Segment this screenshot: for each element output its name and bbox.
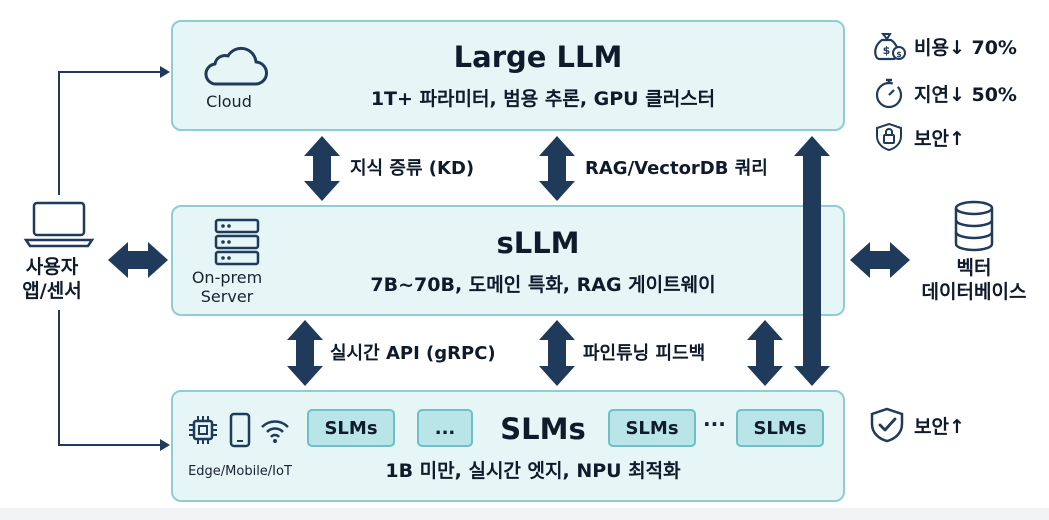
server-icon [214, 218, 260, 266]
security-metric-text: 보안↑ [914, 127, 965, 150]
cost-metric: $ $ 비용↓ 70% [872, 31, 1017, 61]
sllm-tier: On-prem Server sLLM 7B~70B, 도메인 특화, RAG … [171, 205, 845, 316]
server-caption-line2: Server [200, 287, 254, 306]
wifi-icon [261, 420, 289, 443]
server-caption: On-prem Server [187, 268, 267, 306]
large-llm-tier: Cloud Large LLM 1T+ 파라미터, 범용 추론, GPU 클러스… [171, 20, 845, 131]
database-icon [954, 200, 994, 252]
slm-security-metric: 보안↑ [868, 407, 965, 443]
shield-check-icon [870, 407, 904, 443]
cloud-icon [204, 46, 268, 86]
rag-arrow [539, 136, 575, 201]
security-metric: 보안↑ [872, 122, 965, 152]
finetune-label: 파인튜닝 피드백 [583, 343, 706, 364]
user-label: 사용자 앱/센서 [0, 255, 104, 303]
slm-chip: SLMs [736, 409, 824, 447]
edge-caption: Edge/Mobile/IoT [188, 464, 292, 479]
grpc-arrow [287, 320, 323, 386]
slm-title: SLMs [500, 412, 586, 446]
stopwatch-icon [875, 78, 903, 109]
cost-metric-text: 비용↓ 70% [914, 36, 1017, 59]
sllm-subtitle: 7B~70B, 도메인 특화, RAG 게이트웨이 [370, 274, 716, 296]
svg-text:$: $ [896, 50, 902, 59]
grpc-label: 실시간 API (gRPC) [330, 343, 496, 364]
money-bag-icon: $ $ [874, 33, 906, 61]
slm-subtitle: 1B 미만, 실시간 엣지, NPU 최적화 [385, 460, 681, 482]
user-label-line1: 사용자 [25, 256, 79, 278]
server-caption-line1: On-prem [191, 268, 263, 287]
cloud-caption: Cloud [206, 92, 252, 111]
latency-metric-text: 지연↓ 50% [914, 83, 1017, 106]
slm-chip: SLMs [608, 409, 696, 447]
vector-db-label-line2: 데이터베이스 [921, 281, 1027, 303]
vector-db-label: 벡터 데이터베이스 [904, 256, 1044, 304]
vector-db-arrow [850, 242, 910, 278]
finetune-arrow [539, 320, 575, 386]
smartphone-icon [229, 412, 251, 448]
svg-text:$: $ [883, 44, 891, 57]
large-llm-title: Large LLM [453, 40, 623, 74]
large-llm-subtitle: 1T+ 파라미터, 범용 추론, GPU 클러스터 [370, 88, 716, 110]
user-connector-lines [58, 66, 170, 451]
slm-chip-ellipsis: ... [417, 409, 473, 447]
slm-security-metric-text: 보안↑ [914, 415, 965, 438]
rag-label: RAG/VectorDB 쿼리 [585, 158, 768, 179]
kd-label: 지식 증류 (KD) [350, 158, 475, 179]
laptop-icon [23, 201, 95, 248]
slm-tier: Edge/Mobile/IoT SLMs ... SLMs ··· SLMs S… [171, 390, 845, 502]
sllm-title: sLLM [496, 226, 580, 260]
slm-sllm-arrow [747, 320, 783, 386]
kd-arrow [304, 136, 340, 201]
slm-large-arrow [794, 136, 830, 386]
chip-icon [189, 416, 217, 444]
slm-chip: SLMs [307, 409, 395, 447]
latency-metric: 지연↓ 50% [872, 78, 1017, 109]
bottom-band [0, 508, 1049, 520]
user-sllm-arrow [108, 242, 168, 278]
user-label-line2: 앱/센서 [22, 280, 82, 302]
lock-icon [876, 122, 902, 152]
slm-dots: ··· [703, 412, 726, 436]
vector-db-label-line1: 벡터 [956, 257, 992, 279]
